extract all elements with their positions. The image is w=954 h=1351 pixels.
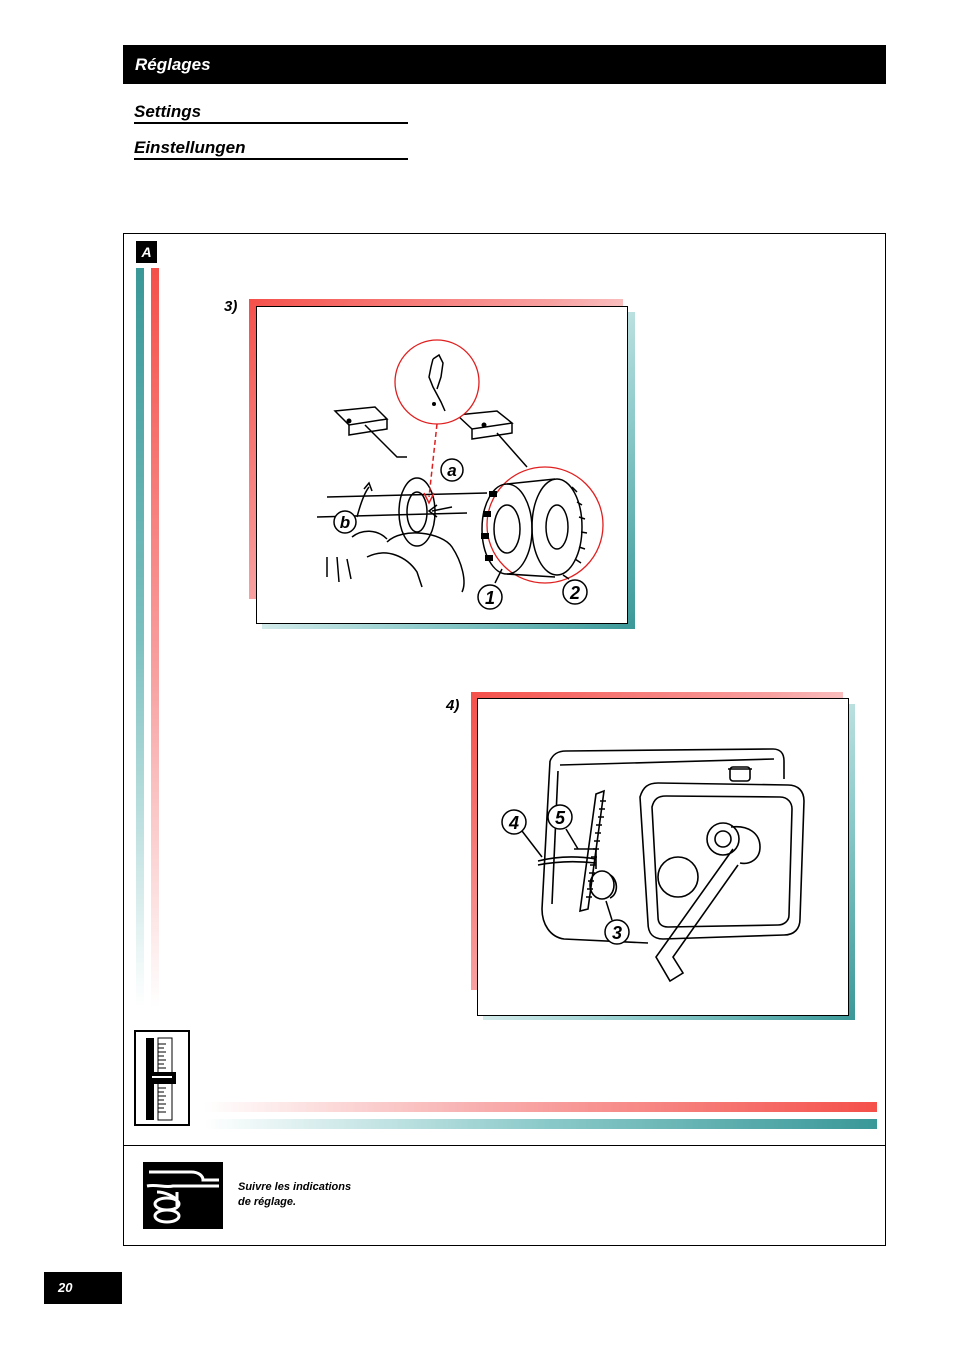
pin-magnifier — [394, 339, 480, 425]
subtitle-einstellungen: Einstellungen — [134, 138, 408, 160]
decorative-bar-teal — [204, 1119, 877, 1129]
callout-a: a — [447, 461, 456, 480]
figure-4-panel: 4 5 3 — [477, 698, 849, 1016]
page-number-box: 20 — [44, 1272, 122, 1304]
header-bar: Réglages — [123, 45, 886, 84]
slider-adjust-icon — [134, 1030, 190, 1126]
figure-3-panel: a b 1 2 — [256, 306, 628, 624]
page-number: 20 — [58, 1280, 73, 1295]
decorative-stripe-teal — [136, 268, 144, 1008]
note-line-2: de réglage. — [238, 1196, 297, 1208]
section-badge: A — [136, 241, 157, 263]
callout-5: 5 — [555, 808, 566, 828]
callout-4: 4 — [508, 813, 519, 833]
section-divider — [123, 1145, 886, 1146]
pointing-hand-icon — [143, 1162, 223, 1229]
note-line-1: Suivre les indications — [238, 1181, 352, 1193]
figure-4-label: 4) — [446, 697, 460, 714]
callout-3: 3 — [612, 923, 622, 943]
figure-4-illustration: 4 5 3 — [501, 748, 805, 983]
adjustment-note: Suivre les indications de réglage. — [238, 1180, 351, 1210]
figure-3-label: 3) — [224, 298, 238, 315]
callout-2: 2 — [569, 583, 580, 603]
decorative-bar-red — [204, 1102, 877, 1112]
figure-3-illustration: a b 1 2 — [316, 339, 604, 610]
page-title: Réglages — [135, 55, 211, 74]
callout-b: b — [340, 513, 350, 532]
subtitle-settings: Settings — [134, 102, 408, 124]
callout-1: 1 — [485, 588, 495, 608]
decorative-stripe-red — [151, 268, 159, 1008]
wheel-magnifier — [486, 466, 604, 584]
main-frame — [123, 233, 886, 1246]
